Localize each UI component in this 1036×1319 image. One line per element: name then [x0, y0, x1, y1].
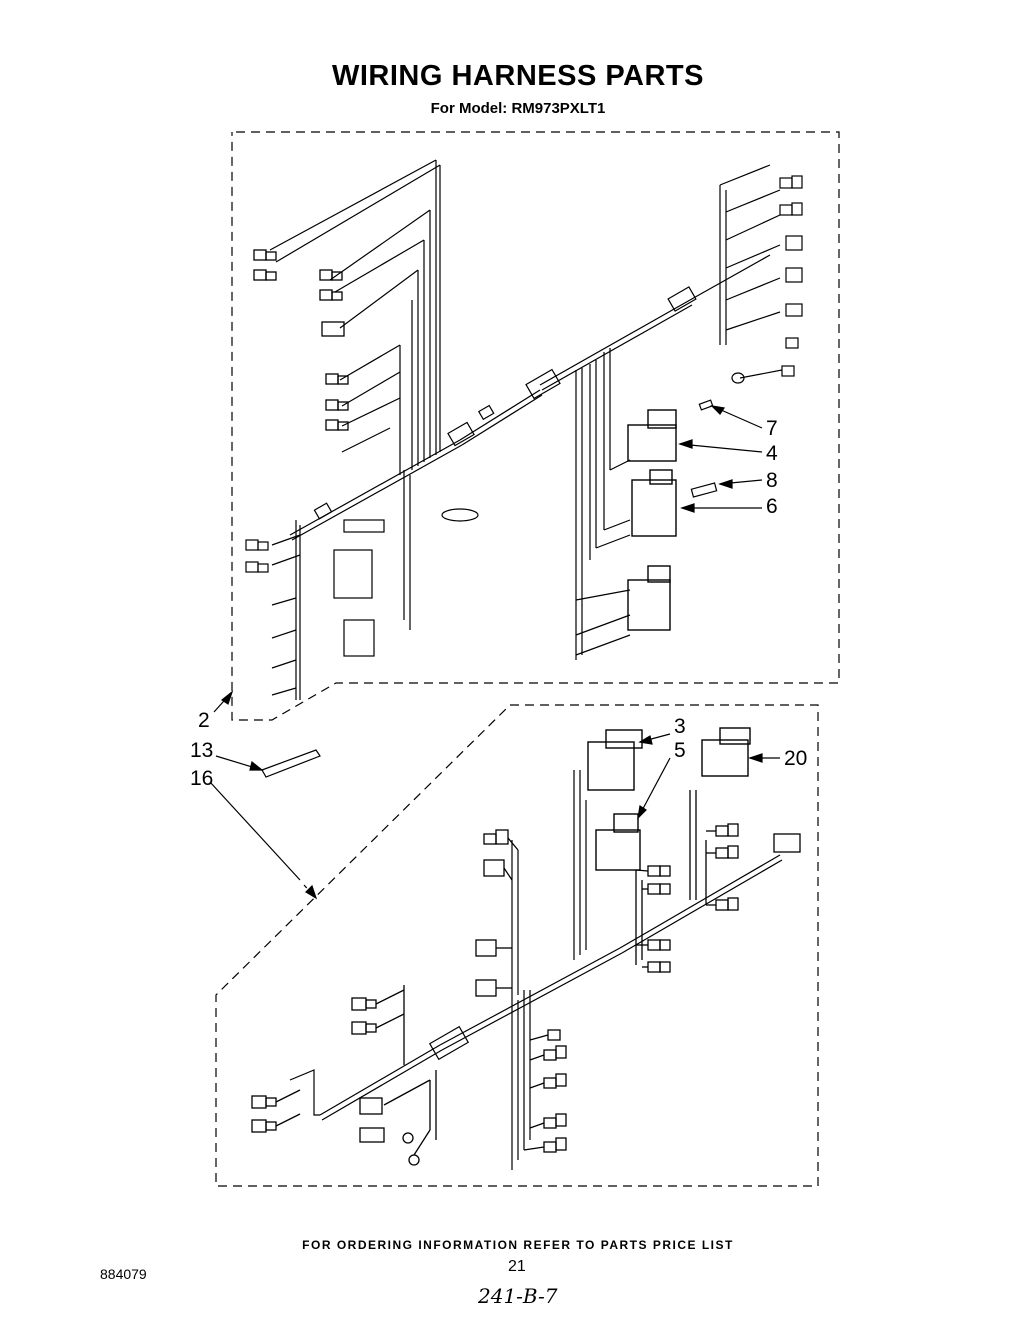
- callout-8: 8: [766, 469, 778, 492]
- callout-7: 7: [766, 417, 778, 440]
- page-number: 21: [508, 1258, 526, 1275]
- upper-trunk: [289, 254, 771, 541]
- socket-20: [701, 727, 751, 777]
- lower-center-terminals: [523, 1029, 567, 1153]
- ordering-info-note: FOR ORDERING INFORMATION REFER TO PARTS …: [302, 1238, 734, 1252]
- socket-6: [631, 469, 677, 537]
- document-number: 884079: [100, 1266, 147, 1282]
- socket-5: [595, 813, 641, 871]
- lower-leader-lines: [637, 733, 780, 820]
- callout-13: 13: [190, 739, 214, 762]
- leader-16: [209, 781, 318, 900]
- tie-strap-13: [215, 749, 321, 778]
- callout-4: 4: [766, 442, 778, 465]
- upper-lower-left-bundle: [245, 470, 479, 700]
- sleeve-8: [690, 482, 718, 498]
- socket-3: [587, 729, 643, 791]
- lower-right-connectors: [635, 790, 801, 973]
- socket-4: [627, 409, 677, 462]
- callout-6: 6: [766, 495, 778, 518]
- callout-3: 3: [674, 715, 686, 738]
- model-subtitle: For Model: RM973PXLT1: [430, 100, 606, 117]
- upper-harness-outline: [231, 131, 840, 721]
- upper-right-bundle: [719, 164, 803, 384]
- handwritten-note: 241-B-7: [478, 1284, 558, 1308]
- lower-center-bundle: [511, 770, 587, 1170]
- callout-20: 20: [784, 747, 808, 770]
- socket-lower: [627, 565, 671, 631]
- lower-mid-connectors: [475, 829, 519, 997]
- lower-left-connectors: [251, 985, 437, 1166]
- page-title: WIRING HARNESS PARTS: [332, 60, 704, 92]
- lower-trunk: [289, 854, 783, 1121]
- callout-16: 16: [190, 767, 214, 790]
- terminal-7: [698, 399, 714, 411]
- upper-left-bundle: [269, 159, 441, 475]
- callout-2: 2: [198, 709, 210, 732]
- upper-center-bundle: [575, 348, 631, 660]
- upper-left-connectors: [253, 249, 349, 431]
- upper-leader-lines: [213, 405, 763, 713]
- lower-harness-outline: [215, 704, 819, 1187]
- callout-5: 5: [674, 739, 686, 762]
